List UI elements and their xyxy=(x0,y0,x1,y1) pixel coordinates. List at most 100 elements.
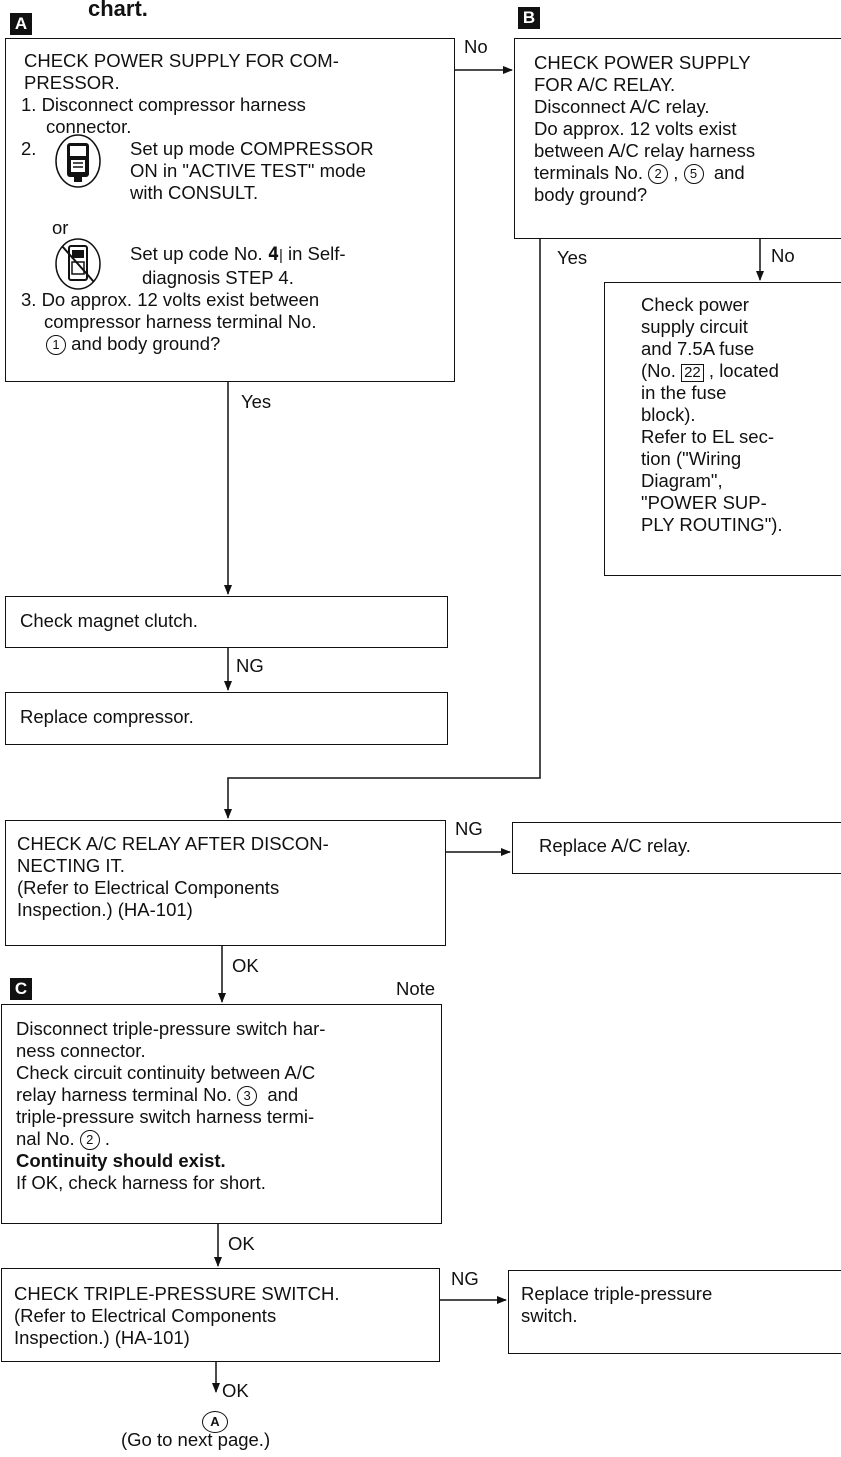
continuity-text: relay harness terminal No. xyxy=(16,1084,238,1105)
box-b-line: Do approx. 12 volts exist xyxy=(534,118,737,139)
power-check-fuse-line: (No. 22 , located xyxy=(641,360,783,382)
continuity-terminal-3-line: relay harness terminal No. 3 and xyxy=(16,1084,325,1106)
triple-check-line: (Refer to Electrical Components xyxy=(14,1305,277,1326)
label-yes-b: Yes xyxy=(557,247,588,268)
box-a-line: with CONSULT. xyxy=(130,182,259,203)
box-continuity-check: Disconnect triple-pressure switch har- n… xyxy=(1,1004,442,1224)
continuity-line: Check circuit continuity between A/C xyxy=(16,1062,316,1083)
box-a-or: or xyxy=(52,217,69,238)
box-b-text: terminals No. xyxy=(534,162,649,183)
box-a-line: 3. Do approx. 12 volts exist between xyxy=(21,289,320,310)
continuity-line: If OK, check harness for short. xyxy=(16,1172,266,1193)
box-a-line: and body ground? xyxy=(66,333,221,354)
replace-compressor-text: Replace compressor. xyxy=(20,706,194,727)
power-check-line: Refer to EL sec- xyxy=(641,426,774,447)
box-a-step-2: 2. xyxy=(21,138,37,159)
box-replace-compressor: Replace compressor. xyxy=(5,692,448,745)
relay-check-line: NECTING IT. xyxy=(17,855,125,876)
terminal-2-badge: 2 xyxy=(648,164,669,184)
box-b-line: FOR A/C RELAY. xyxy=(534,74,676,95)
label-ng-triple: NG xyxy=(451,1268,479,1289)
no-consult-icon xyxy=(55,238,101,290)
box-a-terminal-line: 1 and body ground? xyxy=(46,333,319,355)
box-a-line: CHECK POWER SUPPLY FOR COM- xyxy=(24,50,339,71)
box-a-code-line: Set up code No. 4| in Self- xyxy=(130,243,346,265)
power-check-line: PLY ROUTING"). xyxy=(641,514,783,535)
connector-a-badge: A xyxy=(202,1411,228,1433)
triple-check-line: Inspection.) (HA-101) xyxy=(14,1327,190,1348)
triple-check-line: CHECK TRIPLE-PRESSURE SWITCH. xyxy=(14,1283,340,1304)
terminal-5-badge: 5 xyxy=(683,164,704,184)
box-check-triple-switch: CHECK TRIPLE-PRESSURE SWITCH. (Refer to … xyxy=(1,1268,440,1362)
label-yes-a: Yes xyxy=(241,391,272,412)
power-check-line: Check power xyxy=(641,294,749,315)
box-b-line: CHECK POWER SUPPLY xyxy=(534,52,751,73)
consult-tester-icon xyxy=(55,134,101,188)
relay-check-line: Inspection.) (HA-101) xyxy=(17,899,193,920)
continuity-text: . xyxy=(99,1128,111,1149)
continuity-text: and xyxy=(257,1084,299,1105)
badge-c: C xyxy=(10,978,32,1000)
relay-check-line: CHECK A/C RELAY AFTER DISCON- xyxy=(17,833,329,854)
power-check-line: and 7.5A fuse xyxy=(641,338,755,359)
replace-triple-line: switch. xyxy=(521,1305,578,1326)
label-ng-relay: NG xyxy=(455,818,483,839)
box-a-code-value: 4 xyxy=(267,244,279,265)
box-check-relay-power: CHECK POWER SUPPLY FOR A/C RELAY. Discon… xyxy=(514,38,841,239)
fuse-number-badge: 22 xyxy=(681,364,704,382)
terminal-3-badge: 3 xyxy=(237,1086,258,1106)
continuity-terminal-2-line: nal No. 2 . xyxy=(16,1128,325,1150)
box-a-line: 1. Disconnect compressor harness xyxy=(21,94,306,115)
box-a-code-text: in Self- xyxy=(282,243,346,264)
box-a-code-text: Set up code No. xyxy=(130,243,268,264)
power-check-line: tion ("Wiring xyxy=(641,448,742,469)
label-no-b: No xyxy=(771,245,795,266)
box-b-line: between A/C relay harness xyxy=(534,140,756,161)
box-b-line: body ground? xyxy=(534,184,648,205)
next-page-note: (Go to next page.) xyxy=(121,1429,271,1450)
power-check-text: , located xyxy=(703,360,779,381)
power-check-line: in the fuse xyxy=(641,382,727,403)
label-no-a-to-b: No xyxy=(464,36,488,57)
box-a-line: compressor harness terminal No. xyxy=(44,311,317,332)
label-ok-continuity: OK xyxy=(228,1233,255,1254)
box-check-relay: CHECK A/C RELAY AFTER DISCON- NECTING IT… xyxy=(5,820,446,946)
box-a-line: connector. xyxy=(46,116,132,137)
power-check-line: "POWER SUP- xyxy=(641,492,767,513)
header-fragment: chart. xyxy=(88,0,148,21)
continuity-line: ness connector. xyxy=(16,1040,146,1061)
terminal-1-badge: 1 xyxy=(46,335,66,355)
box-check-magnet-clutch: Check magnet clutch. xyxy=(5,596,448,648)
relay-check-line: (Refer to Electrical Components xyxy=(17,877,280,898)
box-replace-triple-switch: Replace triple-pressure switch. xyxy=(508,1270,841,1354)
label-ok-triple: OK xyxy=(222,1380,249,1401)
box-b-text: , xyxy=(668,162,684,183)
badge-a: A xyxy=(10,13,32,35)
box-check-compressor-power: CHECK POWER SUPPLY FOR COM- PRESSOR. 1. … xyxy=(5,38,455,382)
box-replace-relay: Replace A/C relay. xyxy=(512,822,841,874)
box-a-line: diagnosis STEP 4. xyxy=(142,267,294,288)
box-b-terminals-line: terminals No. 2 , 5 and xyxy=(534,162,755,184)
label-ok-relay: OK xyxy=(232,955,259,976)
label-note: Note xyxy=(396,978,436,999)
label-ng-clutch: NG xyxy=(236,655,264,676)
box-a-line: Set up mode COMPRESSOR xyxy=(130,138,374,159)
terminal-2-badge: 2 xyxy=(79,1130,100,1150)
box-b-line: Disconnect A/C relay. xyxy=(534,96,710,117)
continuity-requirement: Continuity should exist. xyxy=(16,1150,226,1171)
power-check-line: Diagram", xyxy=(641,470,723,491)
power-check-line: supply circuit xyxy=(641,316,748,337)
box-a-line: PRESSOR. xyxy=(24,72,120,93)
box-check-power-circuit: Check power supply circuit and 7.5A fuse… xyxy=(604,282,841,576)
power-check-line: block). xyxy=(641,404,696,425)
box-b-text: and xyxy=(703,162,745,183)
continuity-line: Disconnect triple-pressure switch har- xyxy=(16,1018,326,1039)
replace-triple-line: Replace triple-pressure xyxy=(521,1283,713,1304)
clutch-text: Check magnet clutch. xyxy=(20,610,198,631)
continuity-text: nal No. xyxy=(16,1128,80,1149)
power-check-text: (No. xyxy=(641,360,682,381)
badge-b: B xyxy=(518,7,540,29)
arrow-b-to-relay xyxy=(224,238,541,819)
continuity-line: triple-pressure switch harness termi- xyxy=(16,1106,315,1127)
